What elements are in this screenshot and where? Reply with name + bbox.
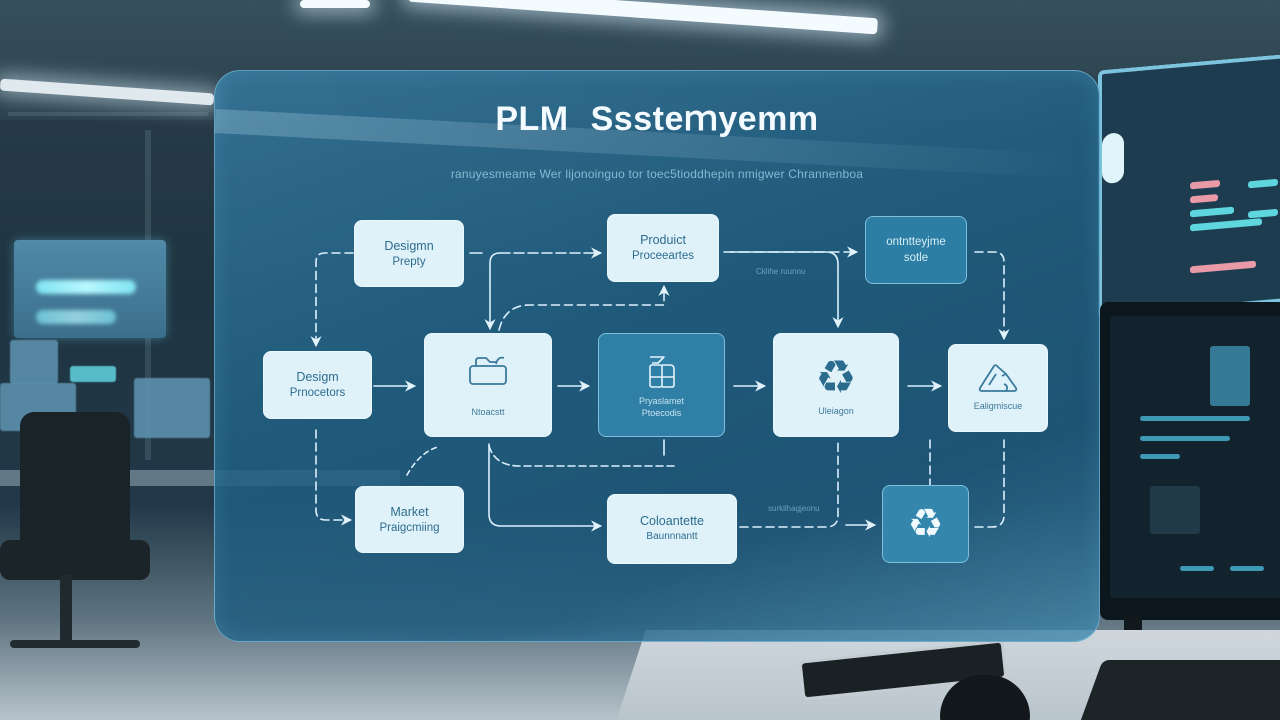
- node-title: Desigm: [296, 370, 339, 384]
- screen-bar: [1190, 179, 1220, 190]
- screen-line: [1140, 416, 1250, 421]
- node-caption: Ptoecodis: [641, 408, 682, 418]
- screen-bar: [1248, 208, 1278, 219]
- office-chair-base: [60, 575, 72, 645]
- monitor-screen: [1110, 316, 1280, 598]
- node-product-process[interactable]: Produict Proceeartes: [607, 214, 719, 282]
- node-design-property[interactable]: Desigmn Prepty: [354, 220, 464, 287]
- connector-label: Cklihe ruunnu: [756, 267, 806, 276]
- triangle-recycle-icon: [976, 364, 1020, 394]
- node-title: Desigmn: [384, 238, 434, 253]
- background-screen: [134, 378, 210, 438]
- folder-basket-icon: [466, 352, 510, 388]
- node-design-process[interactable]: Desigm Prnocetors: [263, 351, 372, 419]
- node-procurement[interactable]: Pryaslamet Ptoecodis: [598, 333, 725, 437]
- screen-gauge: [1102, 132, 1124, 185]
- node-subtitle: Baunnnantt: [646, 531, 698, 542]
- screen-bar: [1190, 206, 1234, 218]
- node-subtitle: Prnocetors: [289, 387, 346, 399]
- node-market[interactable]: Market Praigcmiing: [355, 486, 464, 553]
- node-title: ontntteyjme: [886, 236, 946, 248]
- background-screen: [70, 366, 116, 382]
- node-top-right-stage[interactable]: ontntteyjme sotle: [865, 216, 967, 284]
- keyboard: [1077, 660, 1280, 720]
- node-recycle[interactable]: ♻ Uleiagon: [773, 333, 899, 437]
- title-word: PLM: [495, 100, 569, 138]
- node-subtitle: Proceeartes: [631, 250, 694, 262]
- office-chair-legs: [10, 640, 140, 648]
- screen-button: [1230, 566, 1264, 571]
- office-chair-seat: [0, 540, 150, 580]
- node-title: Market: [390, 504, 429, 519]
- node-caption: Ntoacstt: [471, 407, 505, 417]
- node-end-of-life[interactable]: Ealigmiscue: [948, 344, 1048, 432]
- recycle-icon: ♻: [815, 351, 857, 403]
- node-manufacture[interactable]: Ntoacstt: [424, 333, 552, 437]
- screen-bar: [1190, 260, 1256, 274]
- panel-subtitle: ranuyesmeame Wer lijonoinguo tor toec5ti…: [450, 167, 864, 181]
- window-frame: [8, 112, 208, 116]
- monitor-waveform: [36, 280, 136, 294]
- background-monitor: [14, 240, 166, 338]
- screen-bar: [1190, 193, 1218, 204]
- node-title: Produict: [640, 233, 686, 247]
- monitor-waveform: [36, 310, 116, 324]
- node-complete[interactable]: Coloantette Baunnnantt: [607, 494, 737, 564]
- screen-bar: [1248, 178, 1278, 189]
- background-wall-screen: [1098, 53, 1280, 319]
- node-caption: Pryaslamet: [638, 396, 684, 406]
- title-word: Sssteｍyemm: [590, 100, 819, 138]
- connector-label: surkilhagjeonu: [768, 504, 820, 513]
- ceiling-light: [300, 0, 370, 8]
- node-subtitle: Prepty: [392, 255, 426, 268]
- node-caption: Ealigmiscue: [973, 401, 1023, 411]
- node-subtitle: sotle: [903, 252, 929, 264]
- node-recycle-small[interactable]: ♻: [882, 485, 969, 563]
- office-chair: [20, 412, 130, 552]
- screen-bar: [1190, 218, 1262, 232]
- panel-title: PLM Sssteｍyemm: [215, 91, 1099, 140]
- node-subtitle: Praigcmiing: [379, 521, 440, 534]
- screen-button: [1180, 566, 1214, 571]
- screen-line: [1140, 436, 1230, 441]
- node-caption: Uleiagon: [818, 406, 854, 416]
- screen-panel: [1150, 486, 1200, 534]
- background-screen: [10, 340, 58, 384]
- foreground-monitor: [1100, 302, 1280, 620]
- recycle-icon: ♻: [907, 502, 944, 546]
- screen-chart: [1210, 346, 1250, 406]
- node-title: Coloantette: [640, 514, 704, 528]
- document-stack-icon: [642, 351, 682, 391]
- screen-line: [1140, 454, 1180, 459]
